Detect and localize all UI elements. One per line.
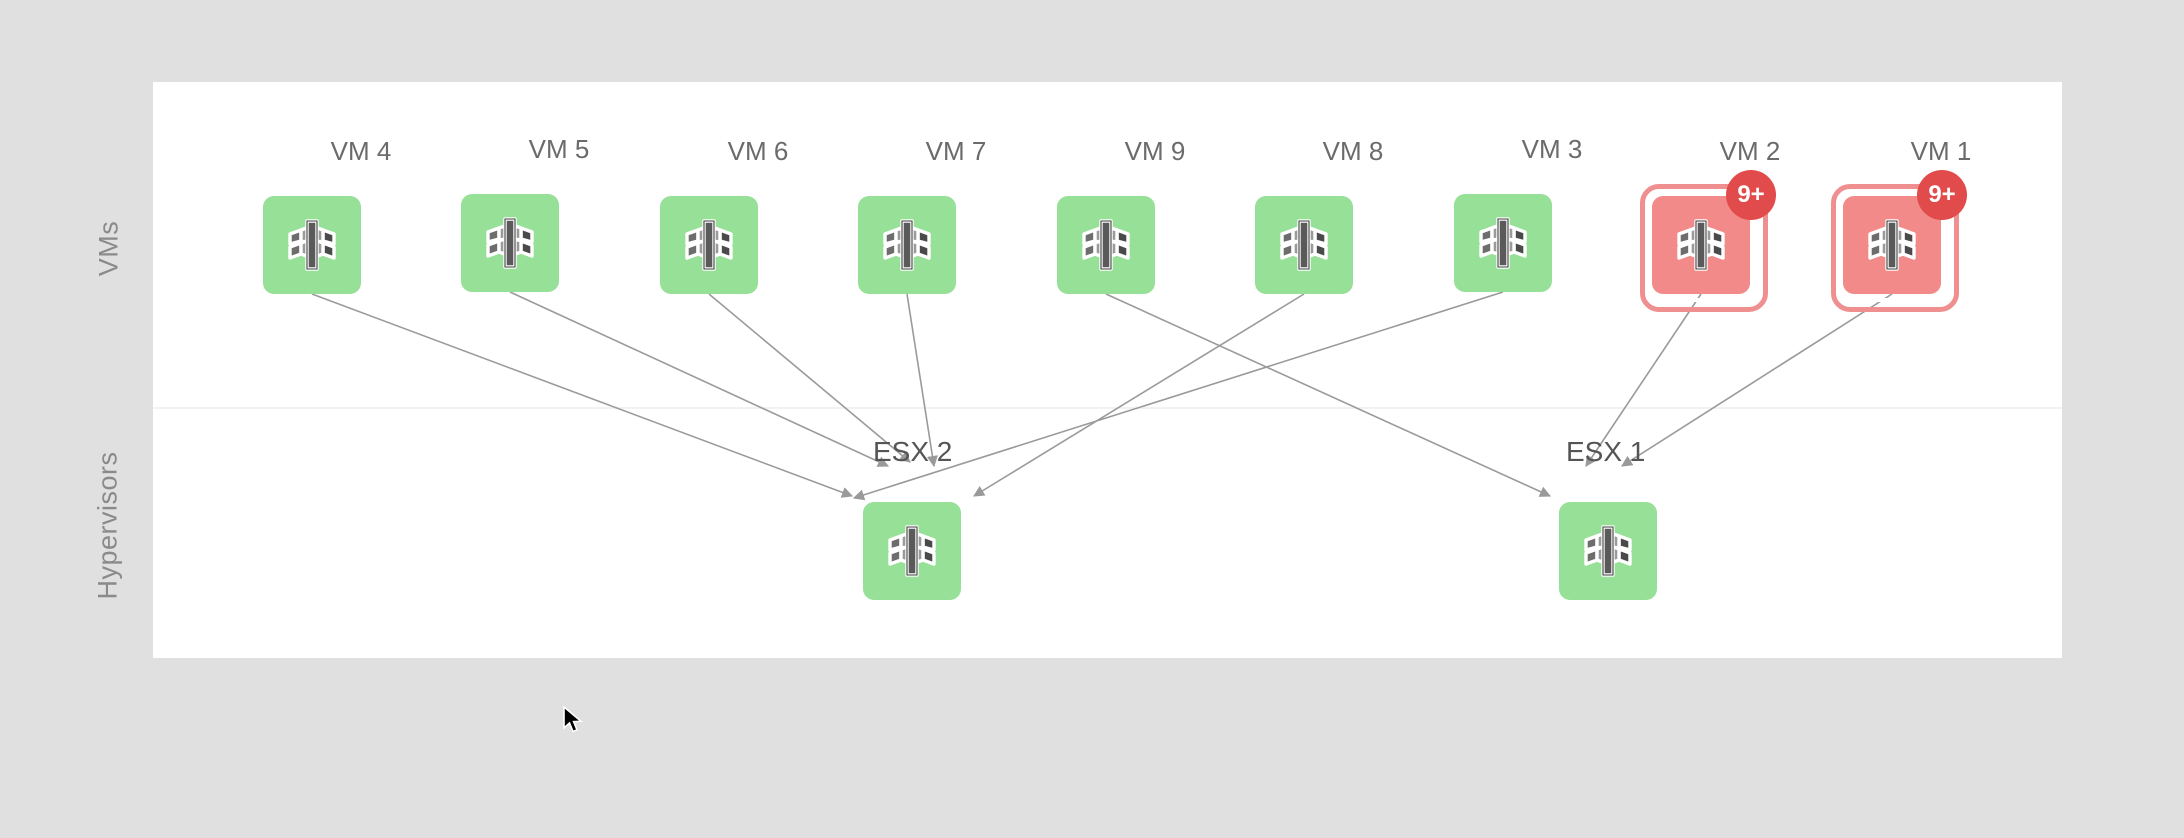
vm-label-vm3: VM 3 [1521,134,1583,164]
vm-label-vm5: VM 5 [528,134,590,164]
mouse-cursor [562,705,588,736]
server-icon [1079,218,1133,272]
vm-node-vm7[interactable] [858,196,956,294]
server-icon [1277,218,1331,272]
vm-node-vm3[interactable] [1454,194,1552,292]
row-label-hypervisors: Hypervisors [92,451,123,600]
server-icon [285,218,339,272]
vm-node-vm5[interactable] [461,194,559,292]
vm-label-vm2: VM 2 [1719,136,1781,166]
vm-label-vm4: VM 4 [330,136,392,166]
vm-tile [263,196,361,294]
vm-tile [1057,196,1155,294]
server-icon [1674,218,1728,272]
server-icon [1865,218,1919,272]
alert-count-badge[interactable]: 9+ [1917,170,1967,220]
vm-tile [461,194,559,292]
vm-label-vm6: VM 6 [727,136,789,166]
vm-tile [1454,194,1552,292]
hypervisor-label-esx2: ESX 2 [873,436,953,467]
selection-ring-outer [1640,184,1768,312]
diagram-panel [153,82,2062,658]
vm-tile [1255,196,1353,294]
vm-label-vm8: VM 8 [1322,136,1384,166]
vm-node-vm4[interactable] [263,196,361,294]
server-icon [880,218,934,272]
server-icon [1476,216,1530,270]
selection-ring-outer [1831,184,1959,312]
server-icon [682,218,736,272]
vm-label-vm1: VM 1 [1910,136,1972,166]
hypervisor-label-esx1: ESX 1 [1566,436,1646,467]
hypervisor-tile [863,502,961,600]
server-icon [1581,524,1635,578]
vm-tile [660,196,758,294]
vm-tile [858,196,956,294]
server-icon [483,216,537,270]
vm-label-vm9: VM 9 [1124,136,1186,166]
vm-node-vm9[interactable] [1057,196,1155,294]
vm-node-vm6[interactable] [660,196,758,294]
vm-node-vm8[interactable] [1255,196,1353,294]
hypervisor-node-esx2[interactable] [863,502,961,600]
hypervisor-node-esx1[interactable] [1559,502,1657,600]
server-icon [885,524,939,578]
alert-count-badge[interactable]: 9+ [1726,170,1776,220]
row-divider [153,407,2062,409]
hypervisor-tile [1559,502,1657,600]
vm-node-vm2[interactable]: 9+ [1640,170,1776,312]
vm-node-vm1[interactable]: 9+ [1831,170,1967,312]
selection-ring-inner [1646,190,1758,302]
row-label-vms: VMs [93,220,124,277]
selection-ring-inner [1837,190,1949,302]
vm-label-vm7: VM 7 [925,136,987,166]
